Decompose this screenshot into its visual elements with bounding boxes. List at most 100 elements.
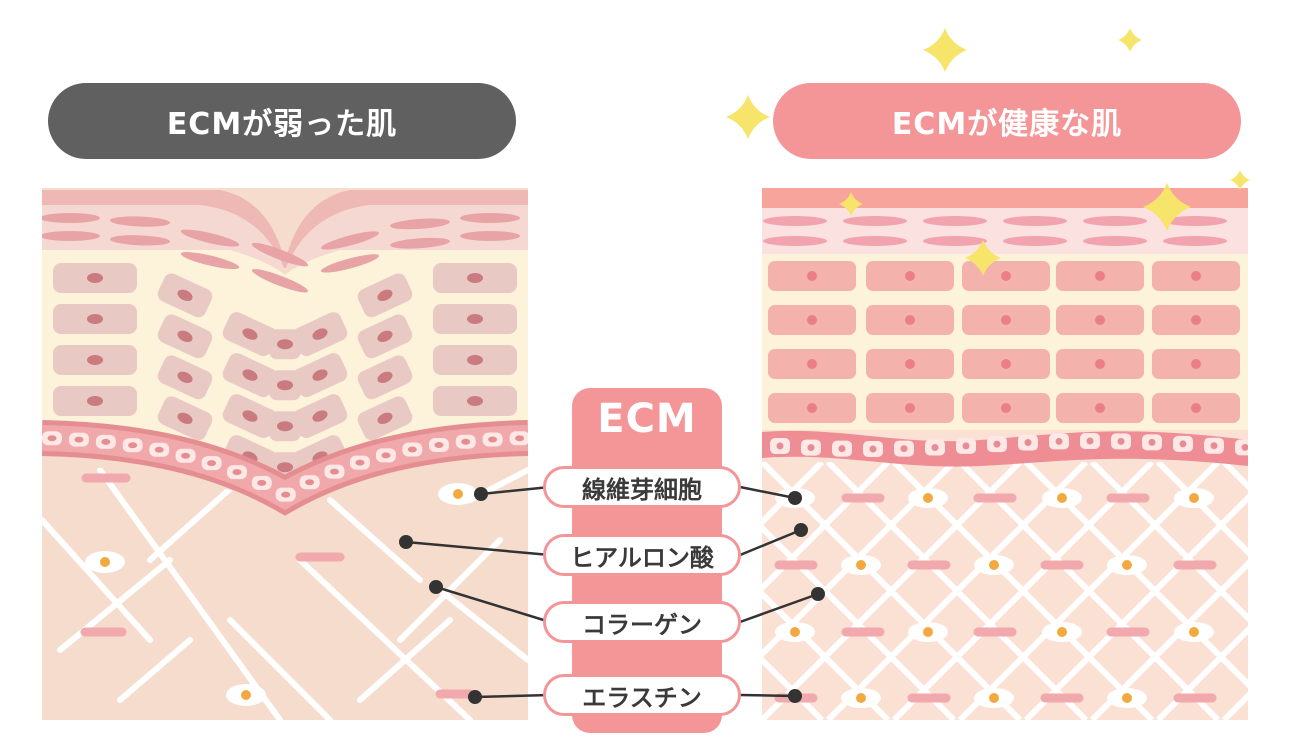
fibroblast-nucleus: [790, 627, 800, 637]
sparkle-icon: [726, 95, 770, 139]
cell-nucleus: [312, 328, 328, 340]
basal-nucleus: [461, 438, 471, 445]
basal-nucleus: [962, 442, 970, 450]
fibroblast-nucleus: [453, 489, 463, 499]
cell-nucleus: [1191, 403, 1201, 413]
sparkle-icon: [1230, 170, 1250, 190]
basal-nucleus: [1055, 437, 1063, 445]
collagen-fiber: [42, 517, 153, 643]
cell-nucleus: [277, 380, 293, 391]
cell-nucleus: [87, 273, 103, 283]
cell-nucleus: [1001, 359, 1011, 369]
flat-cell: [763, 236, 827, 246]
basal-nucleus: [515, 435, 525, 442]
basal-nucleus: [407, 446, 417, 453]
flat-cell: [1083, 216, 1147, 226]
cell-nucleus: [177, 412, 193, 424]
basal-nucleus: [869, 445, 877, 453]
cell-nucleus: [905, 403, 915, 413]
flat-cell: [390, 237, 450, 249]
cell-nucleus: [87, 355, 103, 365]
basal-nucleus: [305, 479, 315, 486]
flat-cell: [42, 213, 100, 223]
healthy-epidermis-cells: [768, 261, 1240, 423]
cell-nucleus: [1001, 403, 1011, 413]
collagen-fiber: [762, 462, 1023, 720]
flat-cell: [110, 235, 170, 246]
flat-cell: [1083, 236, 1147, 246]
flat-cell: [843, 216, 907, 226]
flat-cell: [1003, 236, 1067, 246]
fibroblast-nucleus: [1057, 493, 1067, 503]
collagen-fiber: [891, 462, 1155, 720]
collagen-fiber: [227, 617, 333, 720]
flat-cell: [460, 231, 520, 241]
basal-nucleus: [488, 436, 498, 443]
fibroblast-nucleus: [1189, 627, 1199, 637]
fibroblast-nucleus: [241, 690, 251, 700]
flat-cell: [180, 252, 240, 270]
basal-nucleus: [207, 460, 217, 467]
collagen-fiber: [1089, 559, 1248, 720]
basal-nucleus: [776, 442, 784, 450]
basal-nucleus: [1024, 439, 1032, 447]
flat-cell: [180, 229, 240, 247]
label-collagen: コラーゲン: [543, 601, 741, 643]
cell-nucleus: [467, 396, 483, 406]
basal-nucleus: [281, 491, 291, 498]
cell-nucleus: [277, 339, 293, 350]
cell-nucleus: [242, 328, 258, 340]
basal-nucleus: [838, 445, 846, 453]
weak-basal-cells: [42, 431, 528, 502]
cell-nucleus: [242, 369, 258, 381]
weak-skin-title: ECMが弱った肌: [48, 83, 516, 159]
leader-lines: [405, 485, 819, 699]
flat-cell: [460, 213, 520, 223]
collagen-fiber: [762, 462, 891, 593]
collagen-fiber: [762, 462, 957, 659]
cell-nucleus: [807, 315, 817, 325]
flat-cell: [390, 218, 450, 230]
cell-nucleus: [1191, 359, 1201, 369]
weak-skin-title-text: ECMが弱った肌: [166, 107, 398, 142]
flat-cell: [251, 242, 309, 267]
weak-epidermis-cells: [53, 263, 517, 483]
cell-nucleus: [177, 289, 193, 301]
flat-cell: [923, 236, 987, 246]
cell-nucleus: [807, 403, 817, 413]
flat-cell: [110, 216, 170, 227]
cell-nucleus: [905, 359, 915, 369]
cell-nucleus: [87, 314, 103, 324]
flat-cell: [923, 216, 987, 226]
basal-nucleus: [900, 445, 908, 453]
cell-nucleus: [177, 330, 193, 342]
basal-nucleus: [931, 443, 939, 451]
healthy-surface: [762, 188, 1248, 208]
basal-nucleus: [232, 469, 242, 476]
weak-skin-illustration: [42, 188, 528, 720]
basal-nucleus: [1086, 437, 1094, 445]
sparkle-icon: [1143, 183, 1191, 231]
basal-nucleus: [181, 452, 191, 459]
basal-nucleus: [355, 459, 365, 466]
basal-nucleus: [1210, 442, 1218, 450]
label-hyaluronic-acid: ヒアルロン酸: [543, 534, 741, 576]
healthy-skin-title: ECMが健康な肌: [773, 83, 1241, 159]
label-elastin-text: エラスチン: [582, 683, 702, 712]
healthy-basal-cells: [770, 433, 1248, 457]
collagen-fiber: [762, 462, 825, 527]
collagen-fiber: [327, 497, 423, 583]
cell-nucleus: [905, 315, 915, 325]
cell-nucleus: [177, 371, 193, 383]
fibroblast-nucleus: [1122, 693, 1132, 703]
flat-cell: [42, 231, 100, 241]
collagen-fiber: [357, 617, 453, 703]
flat-cell: [320, 254, 380, 273]
cell-nucleus: [87, 396, 103, 406]
healthy-skin-illustration: [762, 188, 1248, 720]
collagen-fiber: [97, 467, 283, 720]
basal-nucleus: [381, 452, 391, 459]
fibroblast-nucleus: [856, 560, 866, 570]
label-fibroblast-text: 線維芽細胞: [582, 475, 702, 504]
